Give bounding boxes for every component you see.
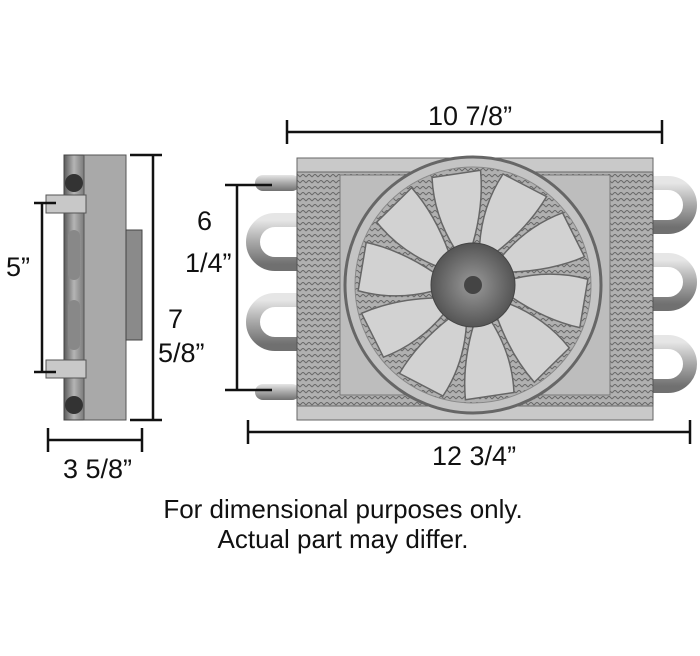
caption-line-1: For dimensional purposes only.	[163, 494, 522, 524]
fan-blade	[500, 211, 586, 273]
caption-line-2: Actual part may differ.	[218, 524, 469, 554]
overall-width-label: 12 3/4”	[432, 441, 516, 471]
side-inner-height-label: 5”	[6, 252, 30, 282]
side-depth-label: 3 5/8”	[63, 454, 132, 484]
side-outer-height-label-1: 7	[168, 304, 183, 334]
core-height-label-1: 6	[197, 206, 212, 236]
fan-blade	[431, 169, 483, 251]
fan-blade	[496, 302, 571, 384]
fan-blade	[375, 186, 450, 268]
fan-blade	[360, 297, 446, 359]
fan-blade	[510, 273, 589, 329]
front-view	[246, 155, 697, 421]
side-dimension-lines	[34, 153, 162, 452]
fan-blade	[357, 241, 436, 297]
fan-blade	[398, 316, 468, 397]
side-outer-height-label-2: 5/8”	[158, 338, 205, 368]
core-height-label-2: 1/4”	[185, 248, 232, 278]
fan-blade	[463, 319, 515, 401]
fan-blade	[478, 173, 548, 254]
side-view	[45, 154, 143, 421]
fan-width-label: 10 7/8”	[428, 101, 512, 131]
front-dimension-lines	[225, 120, 692, 444]
